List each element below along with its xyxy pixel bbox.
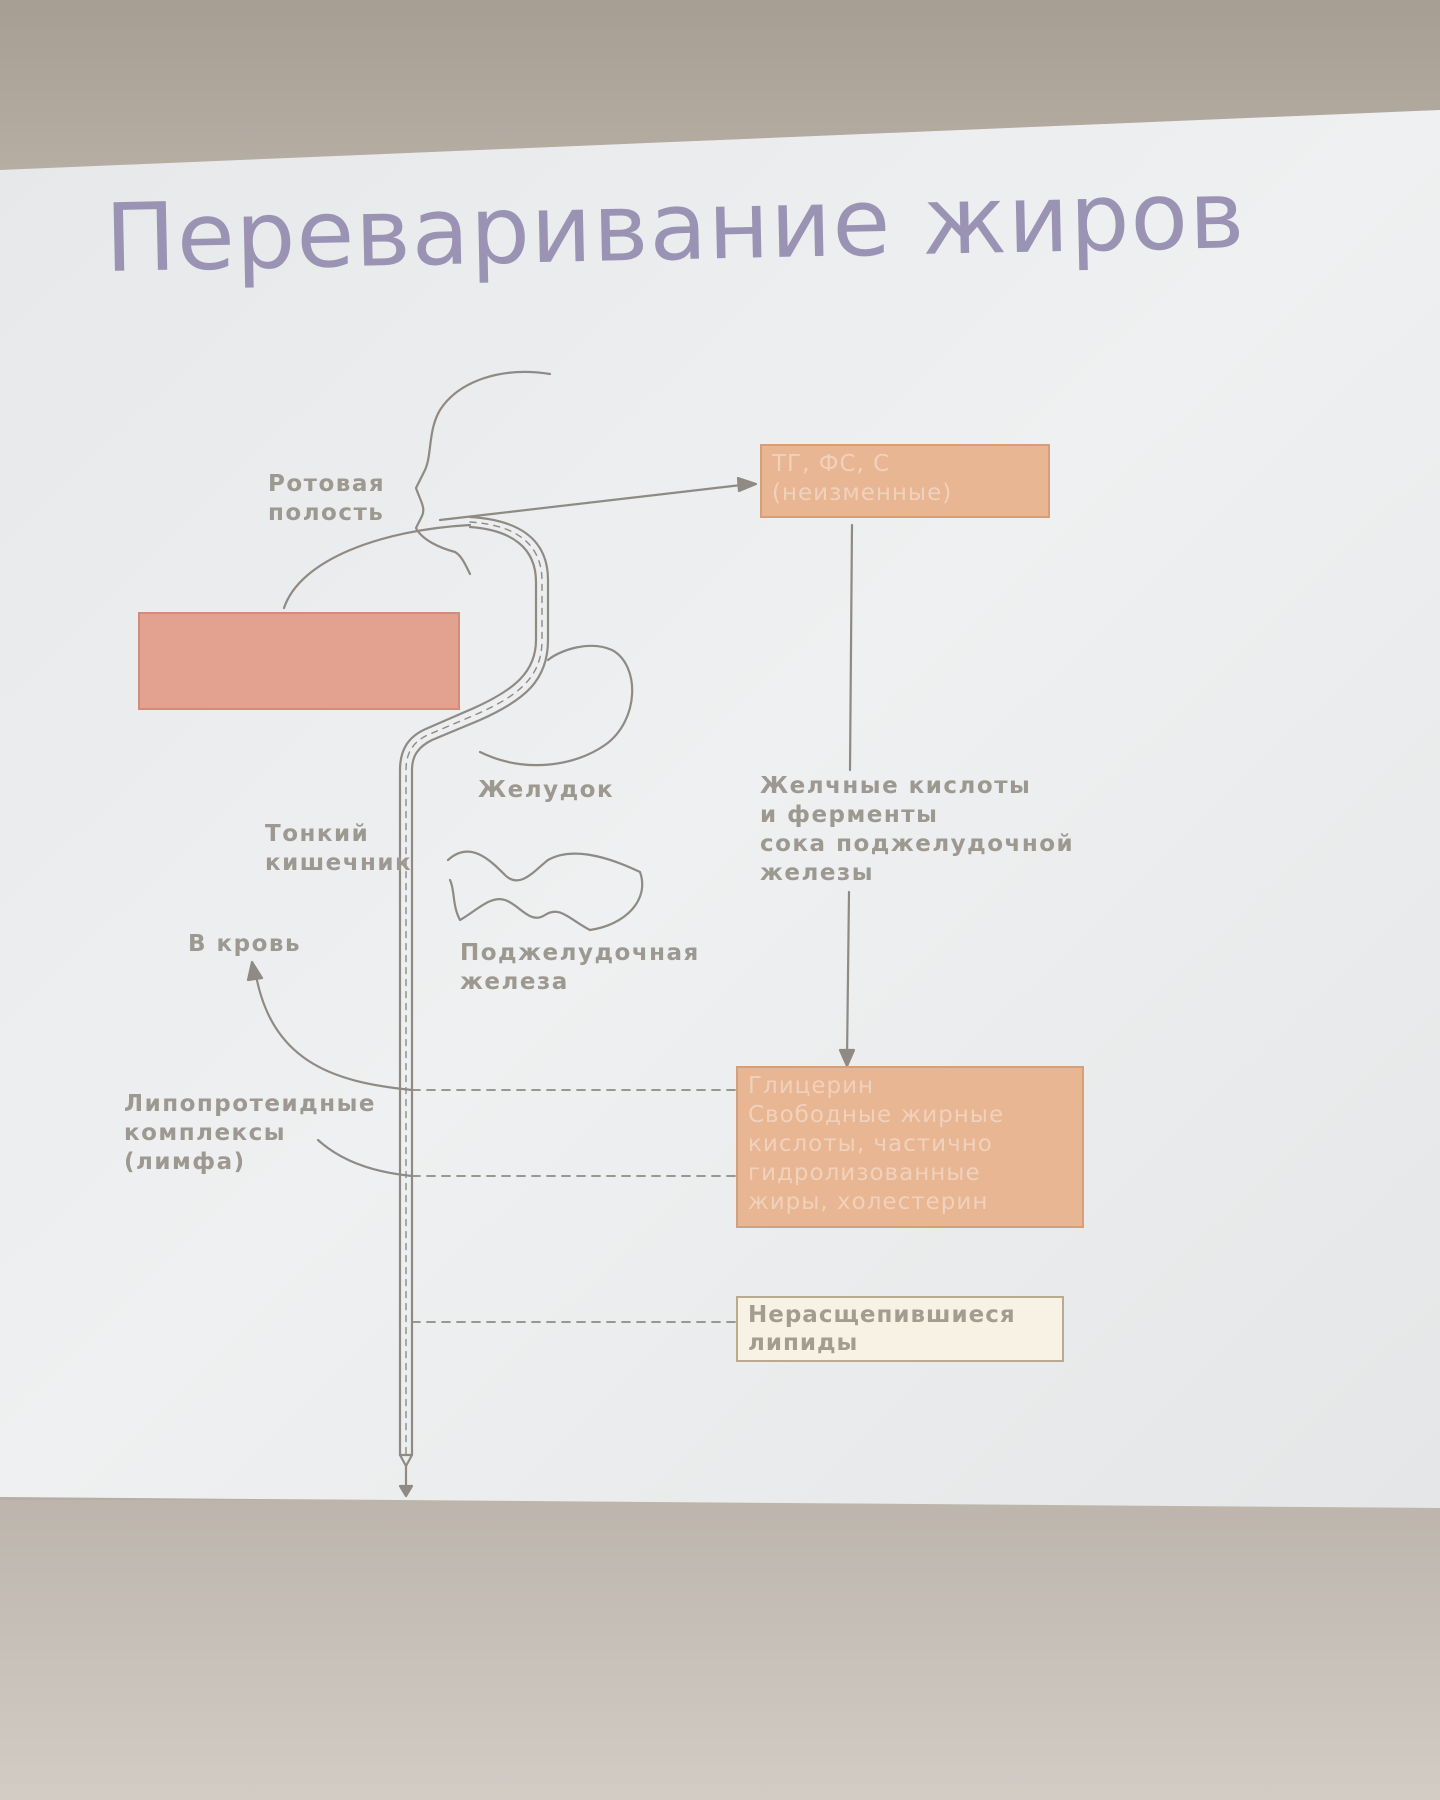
floor-background-bottom [0, 1500, 1440, 1800]
